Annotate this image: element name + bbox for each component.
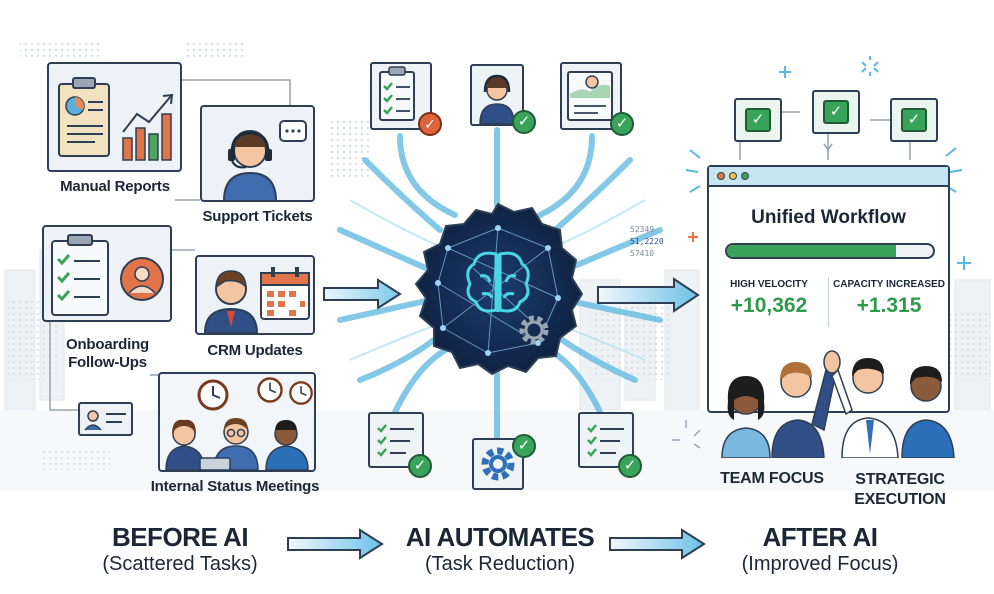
window-maximize-dot (741, 172, 749, 180)
check-icon: ✓ (618, 454, 642, 478)
workflow-progress-track (725, 243, 935, 259)
ai-task-agent: ✓ (470, 64, 536, 134)
after-check-card-1: ✓ (734, 98, 782, 142)
check-icon: ✓ (823, 100, 849, 124)
metric-capacity: CAPACITY INCREASED +1.315 (831, 279, 947, 318)
contact-card-icon (78, 402, 133, 436)
after-phase-subtitle: (Improved Focus) (741, 553, 899, 575)
check-icon: ✓ (610, 112, 634, 136)
ai-neural-core (414, 202, 584, 376)
ai-phase-subtitle: (Task Reduction) (424, 553, 576, 575)
manual-reports-card (47, 62, 182, 172)
check-icon: ✓ (408, 454, 432, 478)
onboarding-label: Onboarding Follow-Ups (66, 336, 149, 371)
metric-velocity-label: HIGH VELOCITY (730, 279, 808, 290)
checklist-icon (51, 234, 109, 316)
bottom-arrow-1 (287, 528, 384, 560)
sparkle-icon (685, 56, 971, 270)
team-focus-label: TEAM FOCUS (720, 470, 824, 487)
ai-task-gear: ✓ (472, 434, 536, 490)
crm-updates-label: CRM Updates (207, 342, 303, 359)
ai-task-profile: ✓ (560, 62, 634, 136)
remove-icon: ✓ (418, 112, 442, 136)
metric-capacity-value: +1.315 (856, 294, 922, 317)
clock-icon (289, 381, 313, 405)
ticker-values: 52349 51,2220 57410 (630, 225, 664, 258)
check-icon: ✓ (512, 434, 536, 458)
metric-velocity: HIGH VELOCITY +10,362 (713, 279, 825, 318)
status-meetings-card (158, 372, 316, 472)
before-to-ai-arrow (323, 278, 402, 310)
before-phase-title: BEFORE AI (111, 522, 249, 552)
window-close-dot (717, 172, 725, 180)
manual-reports-label: Manual Reports (60, 178, 170, 195)
workflow-progress-fill (727, 245, 896, 257)
user-profile-icon (120, 257, 164, 301)
after-check-card-3: ✓ (890, 98, 938, 142)
support-tickets-card (200, 105, 315, 202)
onboarding-card (42, 225, 172, 322)
meeting-people-icon (165, 418, 309, 470)
check-icon: ✓ (512, 110, 536, 134)
metric-capacity-label: CAPACITY INCREASED (833, 279, 945, 290)
headset-agent-icon (222, 120, 307, 201)
bar-chart-icon (122, 93, 174, 161)
clipboard-icon (58, 77, 110, 157)
support-tickets-label: Support Tickets (202, 208, 313, 225)
metric-divider (828, 277, 829, 327)
clock-icon (197, 379, 229, 411)
businessman-icon (203, 270, 259, 333)
crm-updates-card (195, 255, 315, 335)
calendar-icon (260, 267, 310, 320)
check-icon: ✓ (745, 108, 771, 132)
ai-task-list-left: ✓ (368, 412, 432, 478)
gear-icon (519, 315, 549, 345)
clock-icon (257, 377, 283, 403)
ai-task-list-right: ✓ (578, 412, 642, 478)
metric-velocity-value: +10,362 (730, 294, 808, 317)
status-meetings-label: Internal Status Meetings (150, 478, 320, 495)
ai-task-checklist: ✓ (370, 62, 442, 136)
brain-icon (466, 251, 530, 313)
bottom-arrow-2 (609, 528, 706, 560)
window-minimize-dot (729, 172, 737, 180)
sparkle-icon (672, 420, 701, 449)
ai-to-after-arrow (597, 277, 700, 313)
strategic-execution-label: STRATEGIC EXECUTION (854, 471, 946, 508)
workflow-title: Unified Workflow (751, 207, 906, 228)
check-icon: ✓ (901, 108, 927, 132)
window-titlebar (709, 167, 948, 187)
after-phase-title: AFTER AI (762, 522, 878, 552)
ai-phase-title: AI AUTOMATES (405, 522, 595, 552)
before-phase-subtitle: (Scattered Tasks) (102, 553, 258, 575)
after-check-card-2: ✓ (812, 90, 860, 134)
celebrating-team-illustration (721, 350, 955, 458)
